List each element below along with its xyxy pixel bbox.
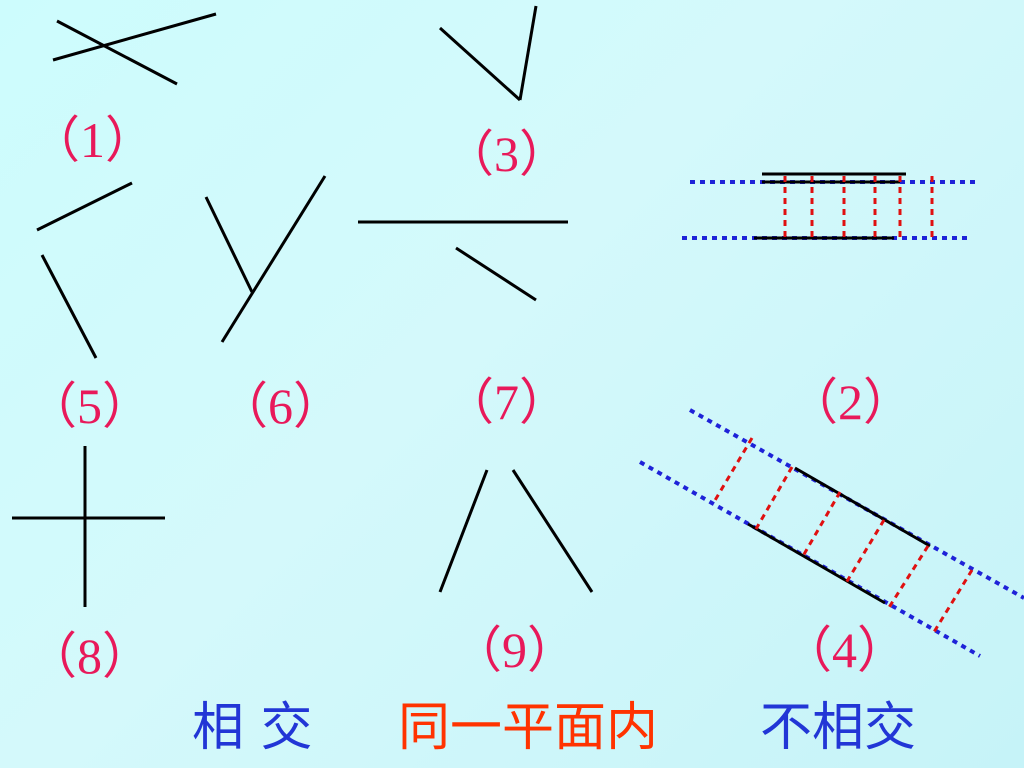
figure-3-segment-a [438,26,522,102]
figure-1-segment-b [56,19,178,86]
figure-7-segment-slanted [455,246,537,302]
figure-4-distance-marker [801,491,842,557]
figure-1-label: （1） [30,112,155,168]
caption-intersecting: 相 交 [192,698,313,758]
figure-4-distance-marker [886,545,930,610]
figure-6-touching-lines [204,175,327,343]
figure-9-segment-a [438,469,489,593]
figure-9-label: （9） [452,622,577,678]
figure-4-distance-markers [712,437,974,633]
figure-7-label: （7） [444,374,569,430]
caption-same-plane: 同一平面内 [398,698,659,758]
figure-2-parallel-lines [682,172,980,240]
figure-8-label: （8） [27,628,152,684]
figure-4-label: （4） [782,622,907,678]
figure-4-distance-marker [754,466,794,530]
figure-5-segment-b [40,254,98,359]
figure-4-segment-bottom [747,522,886,605]
figure-9-segment-b [511,469,594,593]
figure-3-label: （3） [444,126,569,182]
figure-8-perpendicular-lines [12,446,165,607]
figure-6-segment-short [204,196,254,293]
figure-7-non-touching-lines [358,220,568,302]
figure-9-diverging-lines [438,469,594,593]
figure-2-distance-markers [783,176,934,238]
figure-1-segment-a [52,12,217,62]
figure-4-distance-marker [712,437,754,503]
figure-5-extendable-lines [36,181,133,359]
figure-4-distance-marker [844,519,886,584]
figure-4-distance-marker [932,569,974,633]
figure-3-segment-b [518,5,538,101]
figure-5-segment-a [36,181,133,232]
figure-4-segment-top [794,466,931,548]
caption-non-intersecting: 不相交 [760,698,917,758]
figure-6-label: （6） [218,378,343,434]
figure-5-label: （5） [27,378,152,434]
figure-3-angle-lines [438,5,538,102]
figure-6-segment-long [220,175,327,343]
figure-4-parallel-lines [639,408,1024,658]
figure-2-label: （2） [788,374,913,430]
figure-1-intersecting-lines [52,12,217,86]
